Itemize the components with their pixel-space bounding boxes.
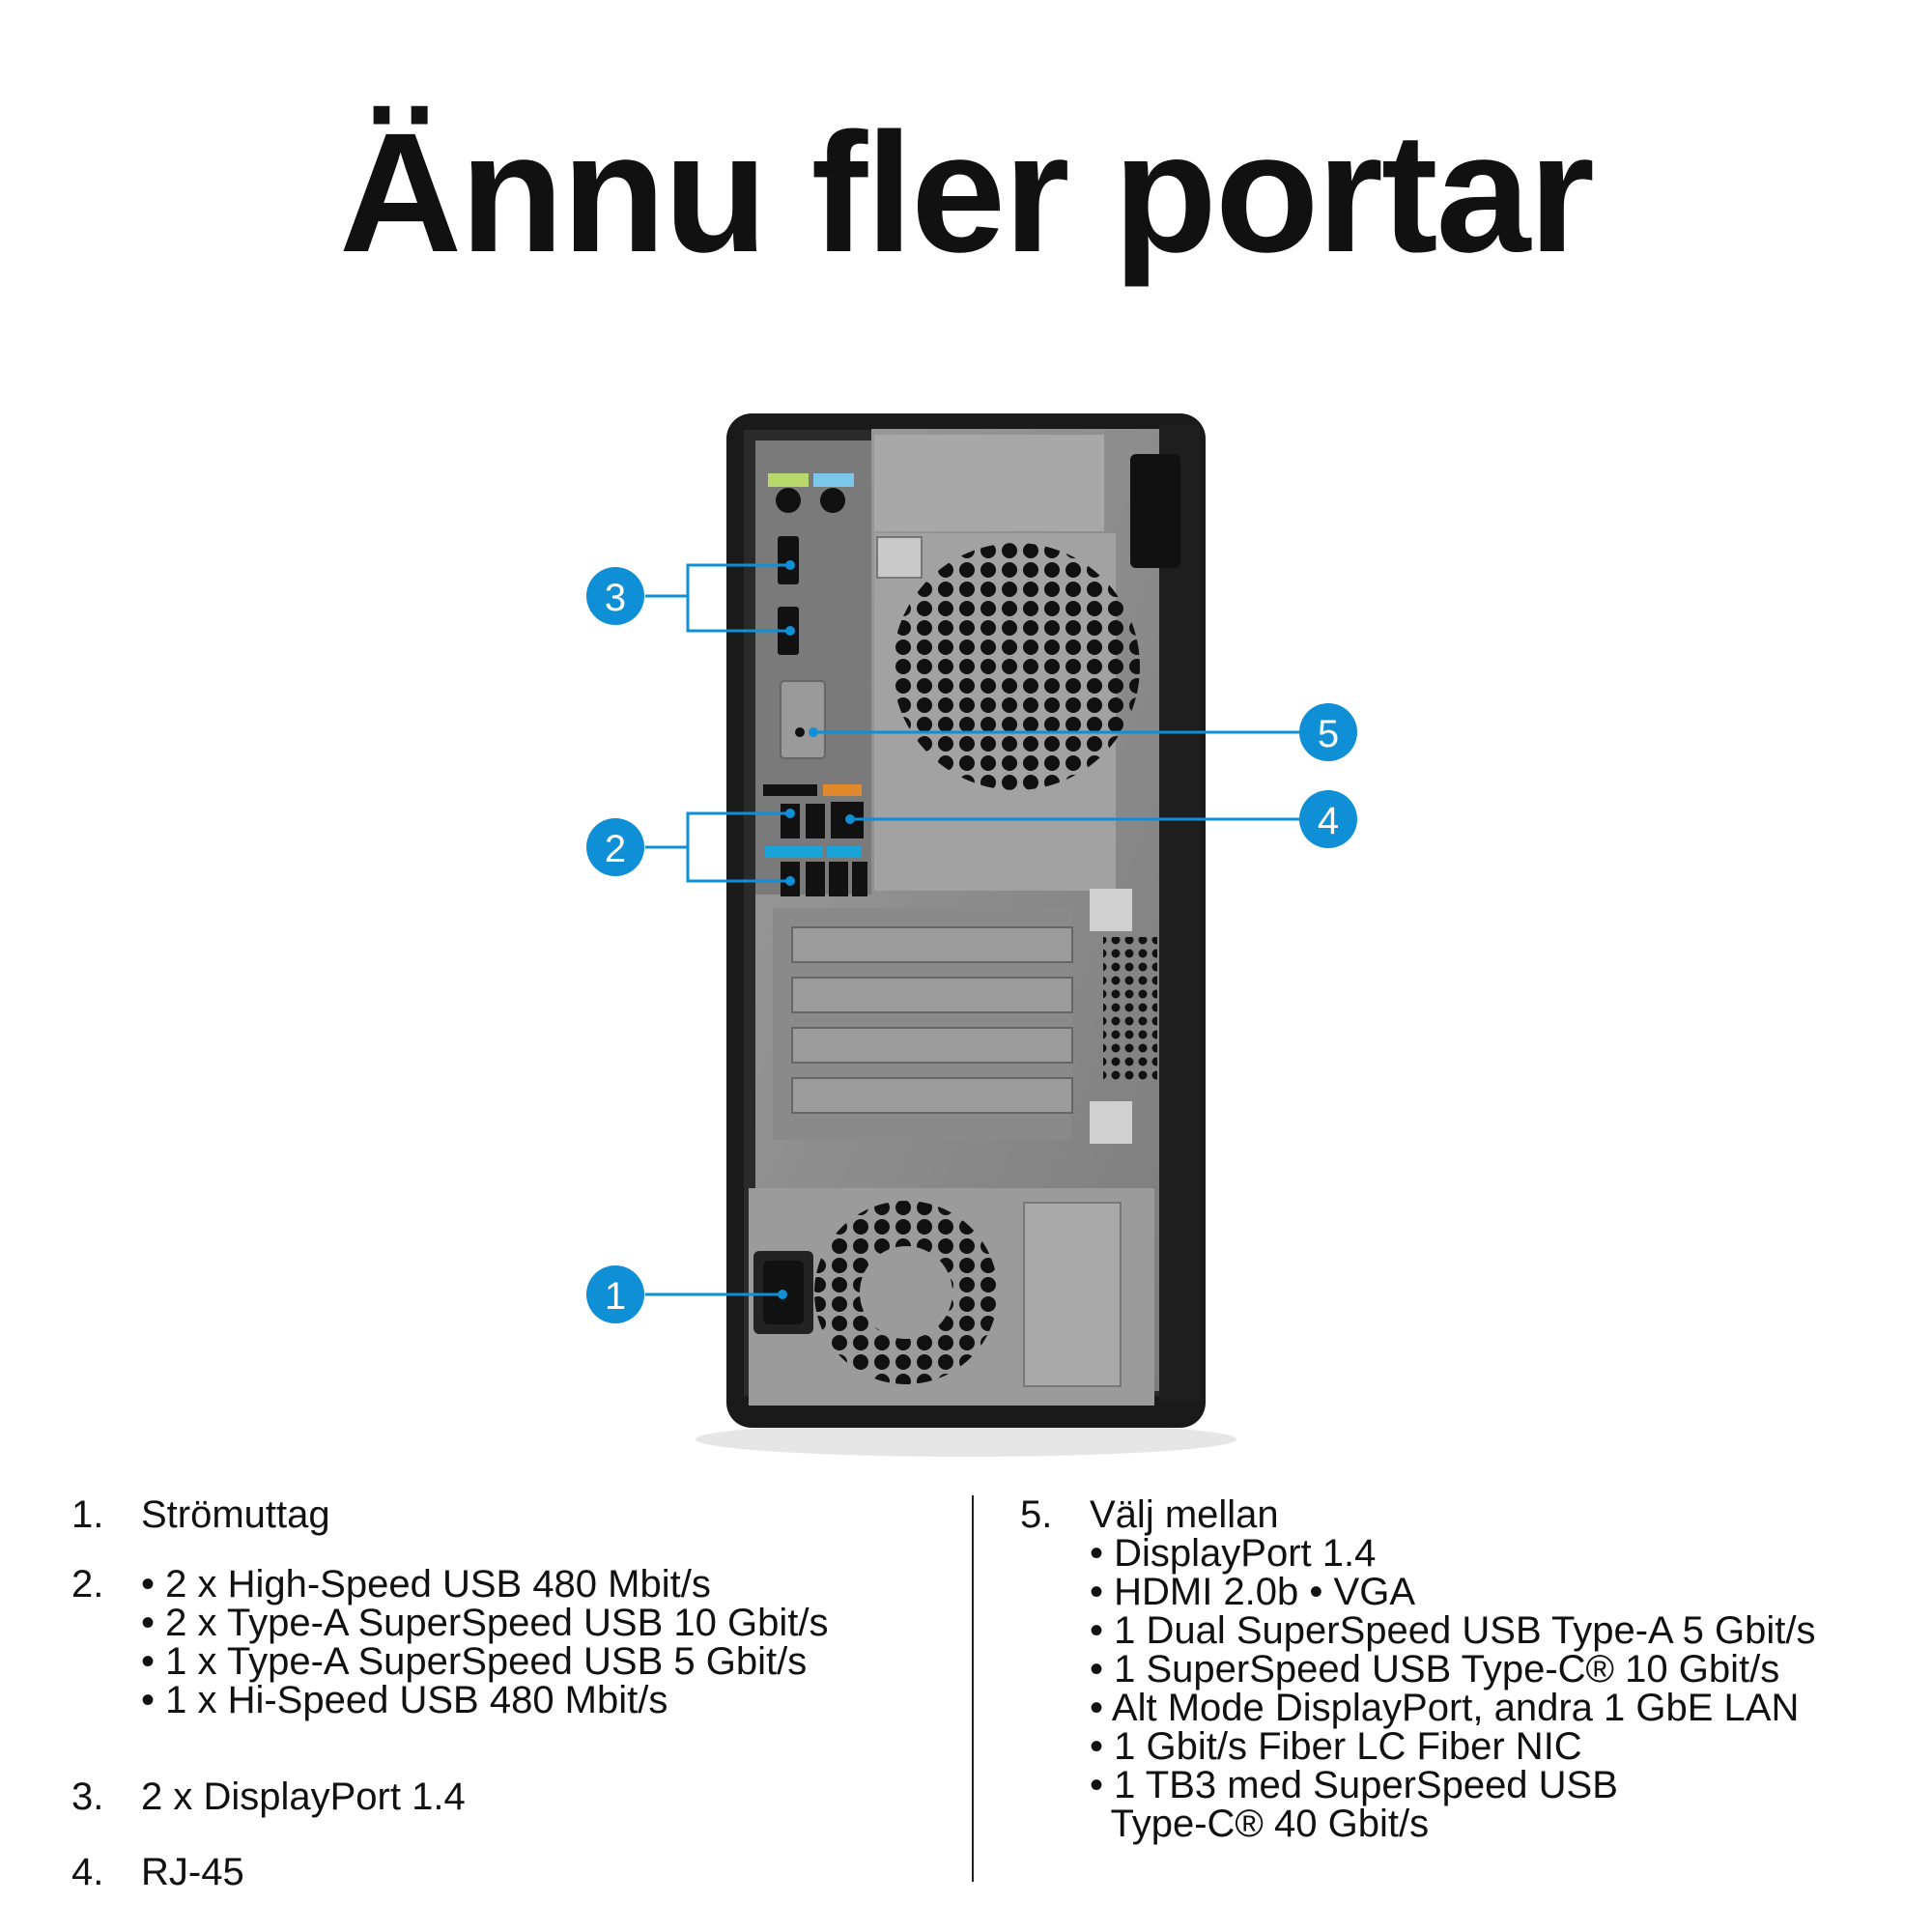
list-text: • HDMI 2.0b • VGA xyxy=(1090,1571,1415,1613)
svg-text:4: 4 xyxy=(1318,800,1339,842)
list-text: • 1 x Type-A SuperSpeed USB 5 Gbit/s xyxy=(141,1640,808,1683)
list-text: • 2 x Type-A SuperSpeed USB 10 Gbit/s xyxy=(141,1602,829,1644)
list-number: 5. xyxy=(1020,1493,1053,1536)
callout-1: 1 xyxy=(586,1265,644,1323)
callout-4: 4 xyxy=(1299,790,1357,848)
list-text: • 1 SuperSpeed USB Type-C® 10 Gbit/s xyxy=(1090,1648,1780,1690)
svg-text:3: 3 xyxy=(605,577,626,619)
workstation-rear-illustration: 3 2 1 5 4 xyxy=(586,413,1357,1457)
callout-5: 5 xyxy=(1299,703,1357,761)
usb-port-icon xyxy=(806,862,825,896)
list-text: Strömuttag xyxy=(141,1493,330,1536)
ports-list-left: 1. Strömuttag 2. • 2 x High-Speed USB 48… xyxy=(71,1495,941,1901)
list-text: • 1 x Hi-Speed USB 480 Mbit/s xyxy=(141,1679,668,1721)
list-text: • 1 Gbit/s Fiber LC Fiber NIC xyxy=(1090,1725,1582,1768)
list-text: 2 x DisplayPort 1.4 xyxy=(141,1776,466,1818)
list-heading: Välj mellan xyxy=(1090,1493,1279,1536)
usb-port-icon xyxy=(829,862,848,896)
ports-list-right: 5. Välj mellan • DisplayPort 1.4 • HDMI … xyxy=(1020,1495,1918,1862)
column-divider xyxy=(972,1495,974,1882)
list-text: Type-C® 40 Gbit/s xyxy=(1090,1803,1430,1845)
list-text: • Alt Mode DisplayPort, andra 1 GbE LAN xyxy=(1090,1687,1800,1729)
fan-grille-icon xyxy=(893,543,1140,790)
list-number: 1. xyxy=(71,1493,104,1536)
svg-text:5: 5 xyxy=(1318,713,1339,755)
list-number: 3. xyxy=(71,1776,104,1818)
list-text: RJ-45 xyxy=(141,1851,244,1893)
page-title: Ännu fler portar xyxy=(339,99,1595,288)
list-text: • 2 x High-Speed USB 480 Mbit/s xyxy=(141,1563,711,1605)
usb-port-icon xyxy=(806,804,825,838)
list-number: 4. xyxy=(71,1851,104,1893)
displayport-icon xyxy=(778,536,799,584)
list-text: • 1 Dual SuperSpeed USB Type-A 5 Gbit/s xyxy=(1090,1609,1816,1652)
list-text: • 1 TB3 med SuperSpeed USB xyxy=(1090,1764,1618,1806)
callout-3: 3 xyxy=(586,567,644,625)
callout-2: 2 xyxy=(586,818,644,876)
handle xyxy=(1130,454,1180,568)
svg-text:1: 1 xyxy=(605,1275,626,1318)
svg-text:2: 2 xyxy=(605,828,626,870)
list-number: 2. xyxy=(71,1563,104,1605)
usb-port-icon xyxy=(852,862,867,896)
list-text: • DisplayPort 1.4 xyxy=(1090,1532,1377,1575)
